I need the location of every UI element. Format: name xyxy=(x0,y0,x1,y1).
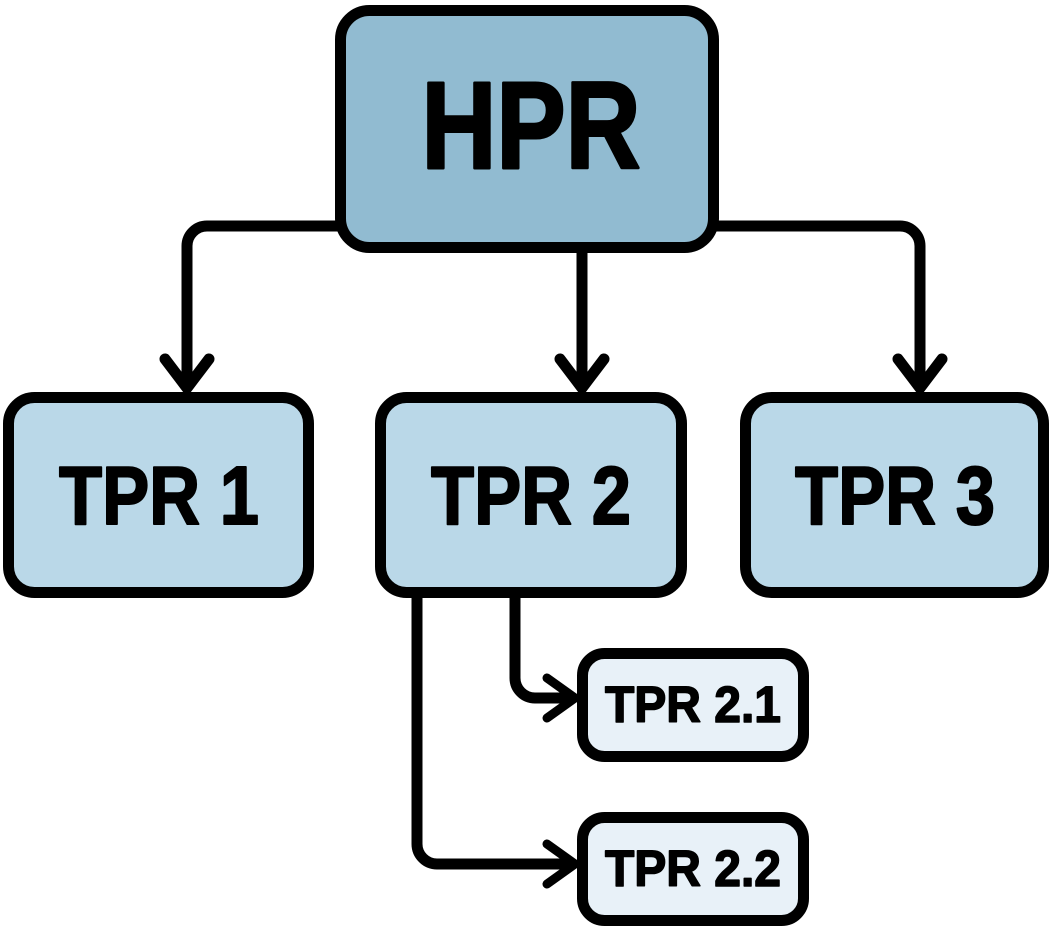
node-tpr3-box[interactable] xyxy=(740,392,1049,598)
node-tpr22[interactable]: TPR 2.2 xyxy=(577,812,809,926)
node-tpr21-label: TPR 2.1 xyxy=(605,676,781,733)
edge-tpr2-tpr21-arrowhead-icon xyxy=(542,673,580,723)
node-group: HPR TPR 1 TPR 2 TPR 3 TPR 2.1 TPR 2.2 xyxy=(3,5,1049,926)
edge-hpr-tpr2-arrowhead-icon xyxy=(554,353,610,394)
node-tpr2[interactable]: TPR 2 xyxy=(375,392,687,598)
node-hpr-label: HPR xyxy=(422,58,641,195)
node-tpr3-label: TPR 3 xyxy=(795,449,995,542)
node-tpr22-box[interactable] xyxy=(577,812,809,926)
node-hpr[interactable]: HPR xyxy=(335,5,719,253)
node-tpr2-box[interactable] xyxy=(375,392,687,598)
node-tpr22-label: TPR 2.2 xyxy=(605,840,781,897)
edge-tpr2-tpr21-line xyxy=(509,592,570,704)
edge-hpr-tpr3-arrowhead-icon xyxy=(892,353,948,394)
edge-tpr2-tpr22-arrowhead-icon xyxy=(542,839,580,889)
edge-hpr-tpr1-line xyxy=(181,220,340,384)
node-tpr21[interactable]: TPR 2.1 xyxy=(577,648,809,762)
node-tpr1-box[interactable] xyxy=(3,392,314,598)
node-tpr3[interactable]: TPR 3 xyxy=(740,392,1049,598)
edge-hpr-tpr1-arrowhead-icon xyxy=(159,353,215,394)
edge-tpr2-tpr22-line xyxy=(411,592,570,870)
node-tpr1-label: TPR 1 xyxy=(59,449,259,542)
node-tpr1[interactable]: TPR 1 xyxy=(3,392,314,598)
node-hpr-box[interactable] xyxy=(335,5,719,253)
node-tpr2-label: TPR 2 xyxy=(431,449,631,542)
edge-group xyxy=(159,220,948,889)
node-tpr21-box[interactable] xyxy=(577,648,809,762)
edge-hpr-tpr3-line xyxy=(714,220,926,384)
